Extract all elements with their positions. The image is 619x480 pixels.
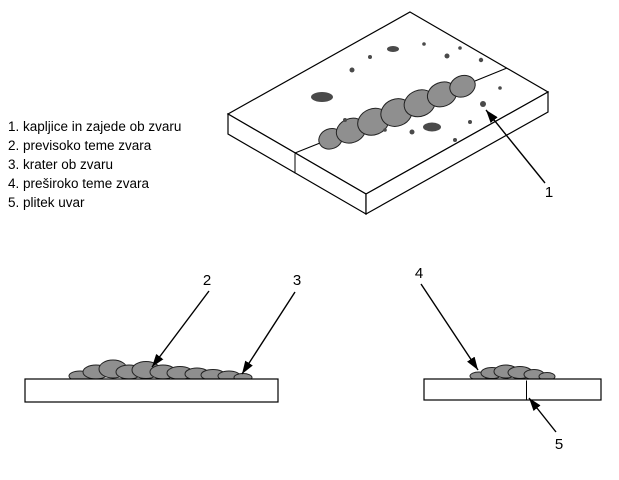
legend-item-3: 3. krater ob zvaru	[8, 157, 114, 172]
legend-item-4: 4. preširoko teme zvara	[8, 176, 150, 191]
side-view-left-figure: 2 3	[24, 272, 301, 403]
callout-arrow-3	[241, 291, 296, 375]
callout-label-4: 4	[415, 265, 423, 282]
spatter-dots	[311, 42, 502, 142]
plate-right	[423, 378, 602, 401]
legend-item-5: 5. plitek uvar	[8, 195, 85, 210]
callout-label-1: 1	[545, 184, 553, 201]
callout-arrow-4	[420, 283, 479, 371]
plate-left	[24, 378, 279, 403]
callout-label-3: 3	[293, 272, 301, 289]
legend-item-1: 1. kapljice in zajede ob zvaru	[8, 119, 182, 134]
callout-arrow-5	[528, 397, 557, 433]
side-view-right-figure: 4 5	[415, 265, 602, 453]
weld-bead-right	[469, 364, 556, 381]
joint-line-upper	[474, 67, 508, 82]
plate-right-side-face	[365, 90, 549, 216]
callout-label-5: 5	[555, 436, 563, 453]
isometric-weld-figure: 1	[226, 11, 553, 216]
callout-arrow-2	[151, 290, 210, 368]
callout-arrow-1	[485, 109, 546, 184]
legend-item-2: 2. previsoko teme zvara	[8, 138, 152, 153]
callout-label-2: 2	[203, 272, 211, 289]
weld-bead-left	[68, 359, 253, 382]
legend-list: 1. kapljice in zajede ob zvaru 2. previs…	[8, 117, 181, 212]
